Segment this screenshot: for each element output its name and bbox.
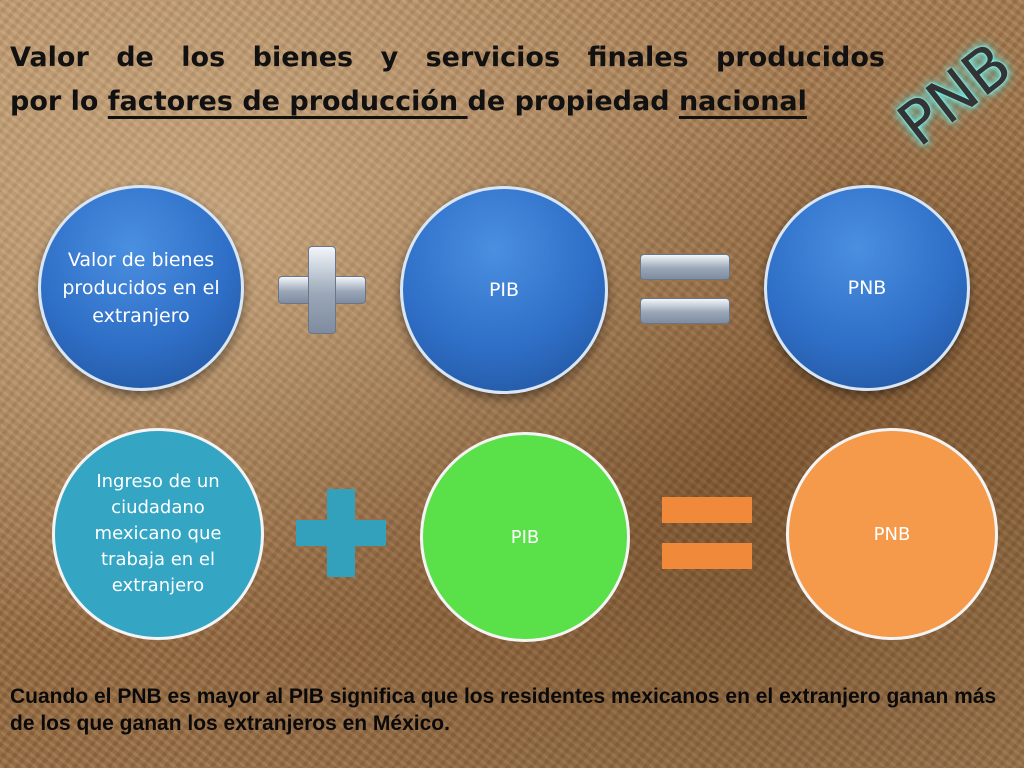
title-line-2: por lo factores de producción de propied…	[10, 80, 885, 124]
circle-ingreso-ciudadano-mexicano: Ingreso de un ciudadano mexicano que tra…	[52, 428, 264, 640]
title-line-2-pre: por lo	[10, 86, 108, 117]
title-line-1: Valor de los bienes y servicios finales …	[10, 42, 885, 73]
plus-sign-teal	[296, 489, 386, 577]
title-line-2-mid: de propiedad	[467, 86, 679, 117]
circle-valor-bienes-extranjero: Valor de bienes producidos en el extranj…	[38, 185, 244, 391]
circle-pnb-orange: PNB	[786, 428, 998, 640]
slide-title: Valor de los bienes y servicios finales …	[10, 36, 885, 124]
footer-explanation: Cuando el PNB es mayor al PIB significa …	[10, 685, 997, 735]
circle-pib-green: PIB	[420, 432, 630, 642]
circle-pnb-blue: PNB	[764, 185, 970, 391]
equals-sign-orange	[662, 497, 752, 569]
title-underlined-factores: factores de producción	[107, 86, 468, 117]
equals-sign-silver	[640, 254, 730, 326]
plus-sign-silver	[278, 246, 366, 334]
circle-pib-blue: PIB	[400, 186, 608, 394]
title-underlined-nacional: nacional	[678, 86, 807, 117]
